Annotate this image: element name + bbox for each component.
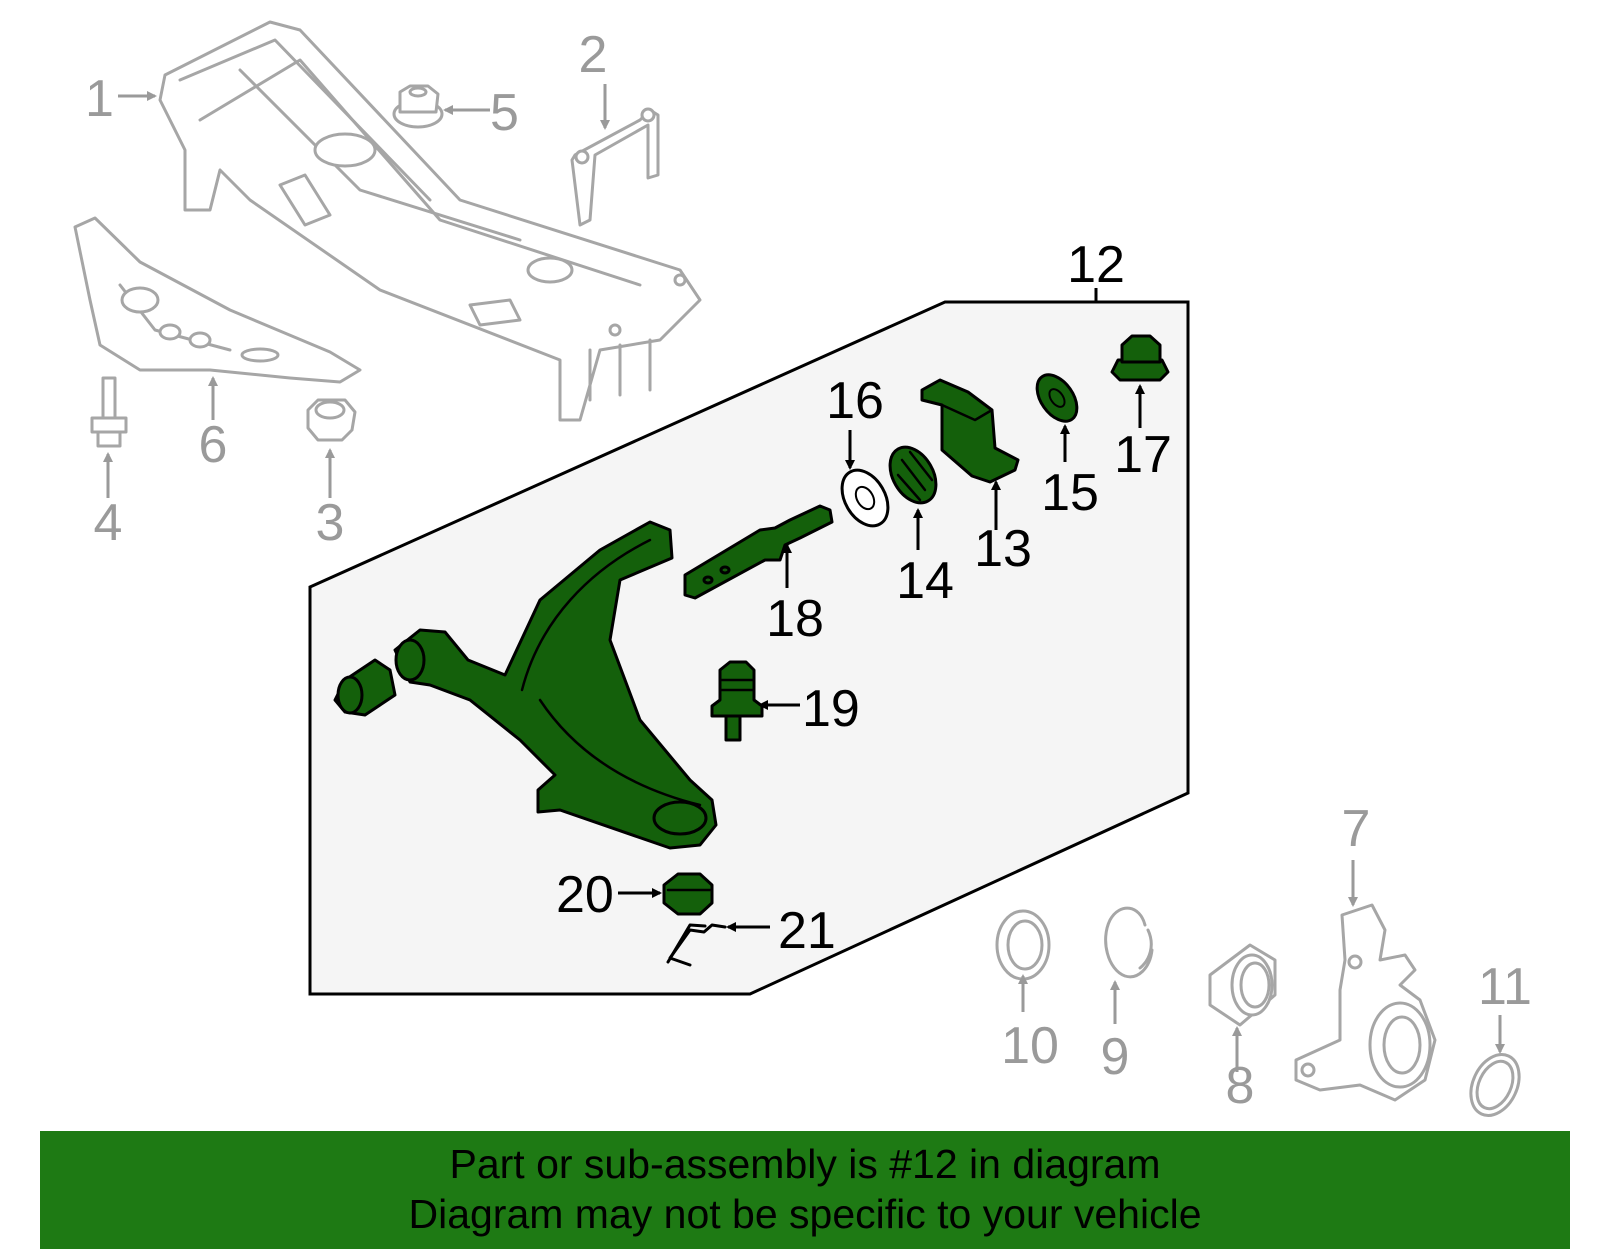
svg-text:4: 4 bbox=[94, 494, 123, 552]
svg-text:1: 1 bbox=[85, 70, 114, 128]
lower-control-arm bbox=[393, 520, 718, 850]
banner-line-1: Part or sub-assembly is #12 in diagram bbox=[449, 1141, 1161, 1187]
callout-9: 9 bbox=[1101, 980, 1130, 1086]
callout-3: 3 bbox=[316, 448, 345, 552]
svg-text:21: 21 bbox=[778, 902, 836, 960]
steering-knuckle-part-7 bbox=[1294, 903, 1437, 1102]
callout-16: 16 bbox=[826, 372, 884, 470]
svg-text:7: 7 bbox=[1342, 800, 1371, 858]
callout-12: 12 bbox=[1067, 236, 1125, 294]
svg-text:16: 16 bbox=[826, 372, 884, 430]
svg-text:13: 13 bbox=[974, 520, 1032, 578]
castle-nut-part-20 bbox=[662, 872, 714, 916]
cotter-pin-part-21 bbox=[666, 923, 727, 967]
svg-text:18: 18 bbox=[766, 590, 824, 648]
washer-part-15 bbox=[1035, 373, 1079, 423]
snap-ring-part-9 bbox=[1104, 906, 1154, 979]
svg-text:5: 5 bbox=[490, 84, 519, 142]
snap-ring-part-11 bbox=[1469, 1053, 1521, 1117]
nut-part-3 bbox=[306, 398, 357, 442]
callout-5: 5 bbox=[443, 84, 519, 142]
callout-13: 13 bbox=[974, 480, 1032, 578]
washer-part-16 bbox=[840, 468, 890, 528]
callout-2: 2 bbox=[579, 26, 610, 130]
bolt-part-4 bbox=[90, 376, 128, 448]
callout-21: 21 bbox=[726, 902, 836, 960]
svg-text:15: 15 bbox=[1041, 464, 1099, 522]
crossmember-part-1 bbox=[158, 20, 702, 422]
callout-11: 11 bbox=[1478, 958, 1532, 1054]
support-plate-part-6 bbox=[73, 216, 362, 384]
bracket-part-2 bbox=[570, 107, 660, 227]
banner-line-2: Diagram may not be specific to your vehi… bbox=[408, 1191, 1202, 1237]
exploded-parts-diagram: 1 2 5 6 4 3 12 bbox=[73, 20, 1532, 1117]
callout-6: 6 bbox=[199, 376, 228, 474]
bearing-part-8 bbox=[1208, 943, 1277, 1027]
callout-14: 14 bbox=[896, 508, 954, 610]
svg-text:20: 20 bbox=[556, 866, 614, 924]
callout-8: 8 bbox=[1226, 1026, 1255, 1115]
bushing-part-14 bbox=[888, 445, 938, 505]
callout-18: 18 bbox=[766, 543, 824, 648]
svg-text:19: 19 bbox=[802, 680, 860, 738]
flange-nut-part-5 bbox=[392, 84, 444, 129]
svg-text:2: 2 bbox=[579, 26, 608, 84]
callout-19: 19 bbox=[758, 680, 860, 738]
svg-text:3: 3 bbox=[316, 494, 345, 552]
callout-10: 10 bbox=[1001, 974, 1059, 1075]
callout-1: 1 bbox=[85, 70, 157, 128]
flange-nut-part-17 bbox=[1110, 334, 1170, 382]
svg-text:10: 10 bbox=[1001, 1017, 1059, 1075]
svg-text:14: 14 bbox=[896, 552, 954, 610]
callout-4: 4 bbox=[94, 452, 123, 552]
svg-text:8: 8 bbox=[1226, 1057, 1255, 1115]
callout-7: 7 bbox=[1342, 800, 1371, 907]
shaft-part-18 bbox=[683, 504, 834, 600]
svg-text:11: 11 bbox=[1478, 958, 1532, 1016]
callout-17: 17 bbox=[1114, 384, 1172, 484]
bracket-part-13 bbox=[920, 378, 1020, 484]
info-banner: Part or sub-assembly is #12 in diagram D… bbox=[40, 1131, 1570, 1249]
svg-text:9: 9 bbox=[1101, 1028, 1130, 1086]
svg-text:17: 17 bbox=[1114, 426, 1172, 484]
callout-20: 20 bbox=[556, 866, 662, 924]
seal-part-10 bbox=[995, 909, 1051, 981]
ball-joint-part-19 bbox=[710, 660, 764, 742]
bushing-left bbox=[333, 658, 397, 717]
callout-15: 15 bbox=[1041, 424, 1099, 522]
svg-text:6: 6 bbox=[199, 416, 228, 474]
svg-text:12: 12 bbox=[1067, 236, 1125, 294]
assembly-12-boundary bbox=[308, 300, 1190, 996]
